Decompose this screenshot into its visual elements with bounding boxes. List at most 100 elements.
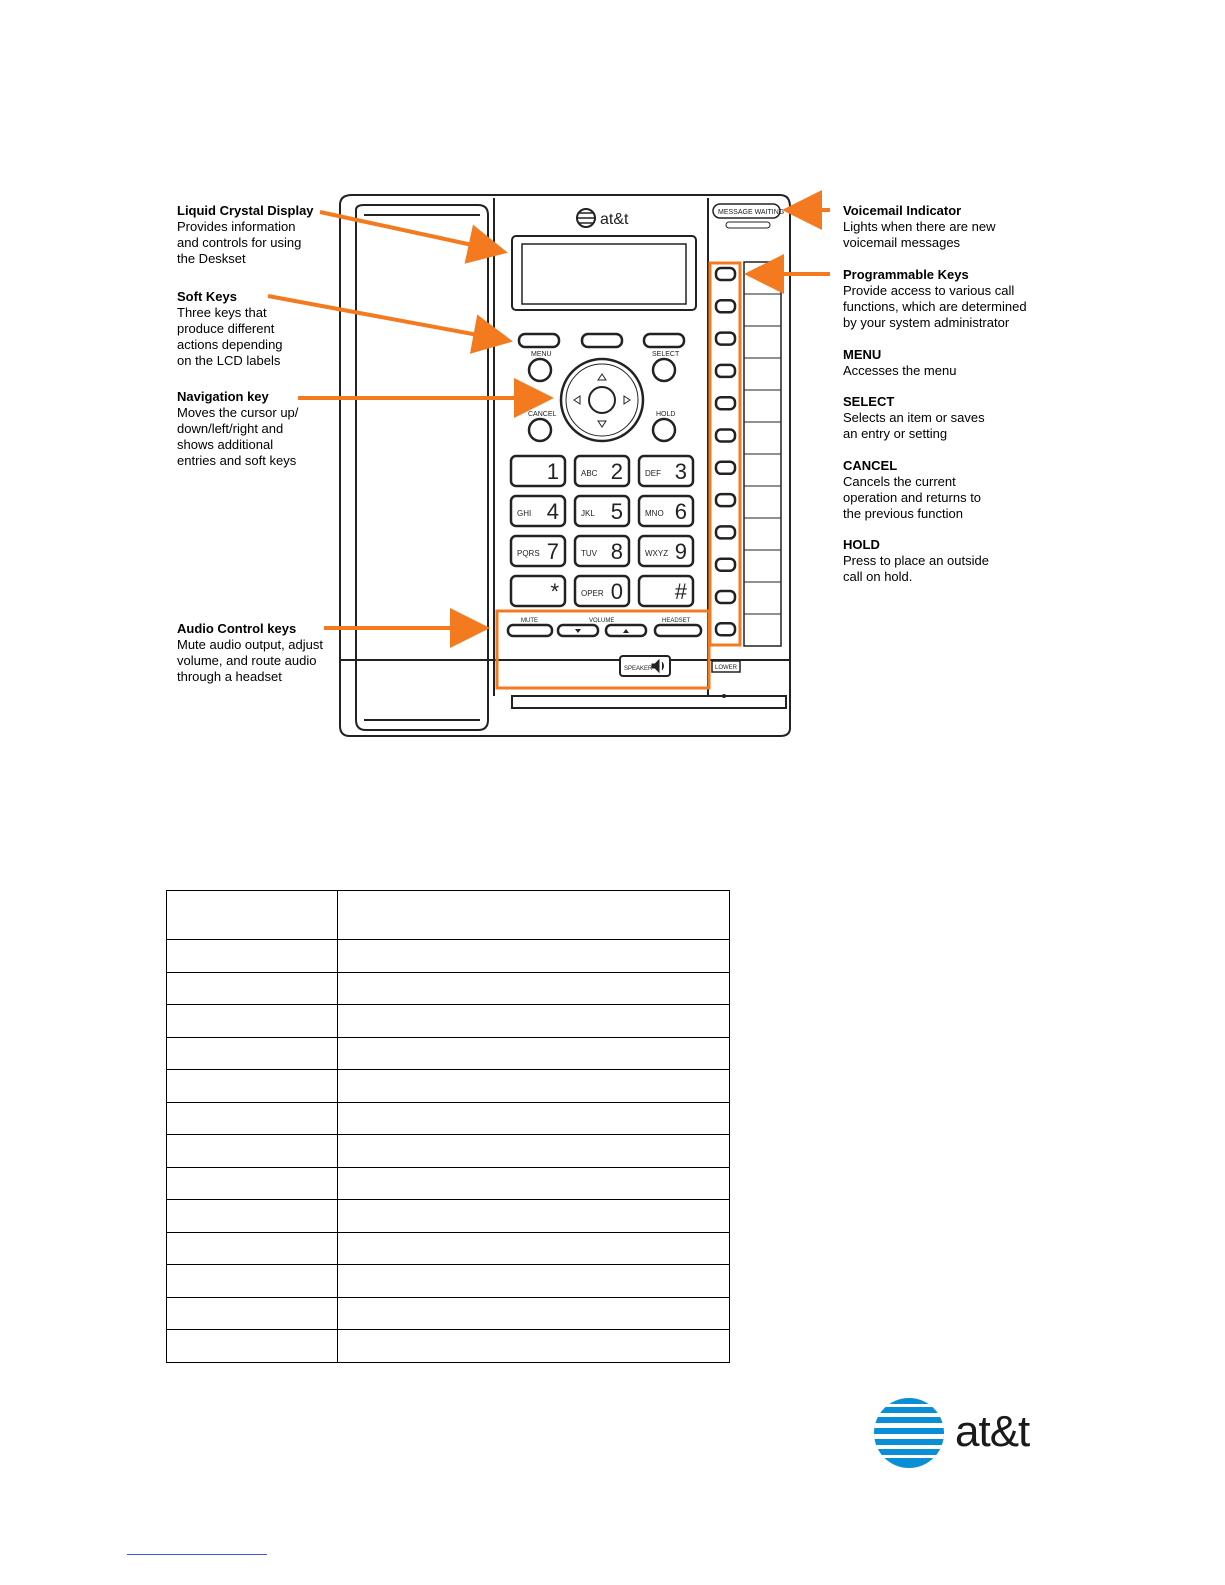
- dial-key-letters: OPER: [581, 589, 604, 598]
- table-row: [166, 1166, 730, 1200]
- table-cell: [166, 1329, 338, 1363]
- table-row: [166, 890, 730, 940]
- soft-key-1[interactable]: [517, 332, 561, 349]
- mute-key[interactable]: [506, 623, 554, 638]
- nav-center-button: [588, 386, 616, 414]
- table-cell: [337, 1296, 730, 1330]
- headset-key-label: HEADSET: [662, 618, 691, 624]
- menu-key-label: MENU: [531, 351, 552, 358]
- programmable-key[interactable]: [714, 460, 737, 476]
- programmable-key[interactable]: [714, 395, 737, 411]
- select-key[interactable]: [651, 357, 677, 383]
- att-globe-icon: [874, 1398, 944, 1468]
- dial-key[interactable]: #: [637, 574, 695, 608]
- callout-desc: Selects an item or saves an entry or set…: [843, 410, 985, 441]
- programmable-key[interactable]: [714, 492, 737, 508]
- programmable-key[interactable]: [714, 363, 737, 379]
- dial-key[interactable]: *: [509, 574, 567, 608]
- table-row: [166, 1069, 730, 1103]
- dial-key-digit: #: [675, 579, 688, 604]
- table-cell: [166, 890, 338, 940]
- callout-title: SELECT: [843, 394, 895, 409]
- svg-text:SPEAKER: SPEAKER: [624, 666, 653, 672]
- cancel-key[interactable]: [527, 417, 553, 443]
- table-cell: [337, 1134, 730, 1168]
- table-cell: [166, 971, 338, 1005]
- table-row: [166, 1036, 730, 1070]
- programmable-key[interactable]: [714, 428, 737, 443]
- programmable-key[interactable]: [714, 266, 737, 282]
- svg-text:LOWER: LOWER: [715, 665, 738, 671]
- callout-desc: Provide access to various call functions…: [843, 283, 1027, 330]
- table-cell: [166, 1264, 338, 1298]
- programmable-key[interactable]: [714, 622, 737, 637]
- table-cell: [166, 1231, 338, 1265]
- programmable-key[interactable]: [714, 589, 737, 605]
- callout-title: Liquid Crystal Display: [177, 203, 314, 218]
- table-cell: [166, 1101, 338, 1135]
- dial-key-letters: MNO: [645, 509, 664, 518]
- callout-title: HOLD: [843, 537, 880, 552]
- programmable-key[interactable]: [714, 557, 737, 572]
- speaker-key[interactable]: SPEAKER: [619, 655, 671, 677]
- callout-soft-keys: Soft Keys Three keys that produce differ…: [177, 289, 283, 369]
- programmable-key[interactable]: [714, 331, 737, 346]
- callout-hold: HOLD Press to place an outside call on h…: [843, 537, 989, 585]
- select-key-label: SELECT: [652, 351, 680, 358]
- dial-key-digit: 8: [611, 539, 623, 564]
- callout-desc: Moves the cursor up/ down/left/right and…: [177, 405, 299, 468]
- dial-key[interactable]: 1: [509, 454, 567, 488]
- hold-key-label: HOLD: [656, 411, 675, 418]
- brand-label: at&t: [600, 211, 629, 228]
- table-row: [166, 1264, 730, 1298]
- footer-link-underline[interactable]: [127, 1554, 267, 1555]
- menu-key[interactable]: [527, 357, 553, 383]
- table-cell: [166, 1296, 338, 1330]
- table-cell: [166, 939, 338, 973]
- volume-up-icon: [623, 629, 629, 633]
- hold-key[interactable]: [651, 417, 677, 443]
- table-cell: [337, 1329, 730, 1363]
- programmable-key[interactable]: [714, 525, 737, 540]
- soft-key-2[interactable]: [580, 332, 624, 349]
- dial-key-letters: PQRS: [517, 549, 540, 558]
- dial-key-digit: *: [550, 579, 559, 604]
- table-cell: [166, 1199, 338, 1233]
- table-cell: [166, 1166, 338, 1200]
- lower-key[interactable]: LOWER: [711, 660, 741, 673]
- dial-key-digit: 1: [547, 459, 559, 484]
- callout-audio-control: Audio Control keys Mute audio output, ad…: [177, 621, 323, 685]
- dial-key-digit: 3: [675, 459, 687, 484]
- cancel-key-label: CANCEL: [528, 411, 557, 418]
- programmable-key[interactable]: [714, 299, 737, 314]
- dial-key-letters: WXYZ: [645, 549, 668, 558]
- mic-icon: [722, 694, 726, 698]
- voicemail-indicator: MESSAGE WAITING: [712, 203, 784, 229]
- callout-desc: Accesses the menu: [843, 363, 957, 378]
- navigation-key[interactable]: [559, 357, 645, 443]
- callout-title: Programmable Keys: [843, 267, 969, 282]
- table-cell: [337, 1166, 730, 1200]
- table-row: [166, 1296, 730, 1330]
- soft-key-3[interactable]: [642, 332, 686, 349]
- headset-key[interactable]: [653, 623, 703, 638]
- programmable-keys: [714, 266, 737, 637]
- table-row: [166, 1329, 730, 1363]
- dial-key-letters: GHI: [517, 509, 531, 518]
- callout-menu: MENU Accesses the menu: [843, 347, 956, 379]
- callout-title: Voicemail Indicator: [843, 203, 962, 218]
- audio-control-keys: MUTE VOLUME HEADSET: [506, 618, 703, 638]
- callout-cancel: CANCEL Cancels the current operation and…: [843, 458, 981, 522]
- lcd-screen: [511, 235, 697, 311]
- table-row: [166, 1199, 730, 1233]
